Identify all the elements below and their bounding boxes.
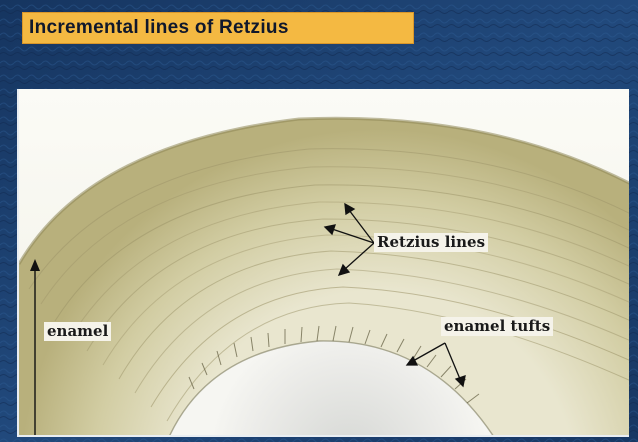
enamel-tufts <box>188 325 480 404</box>
enamel-thickness-arrow <box>30 259 40 435</box>
enamel-layer <box>19 118 629 435</box>
enamel-tufts-label: enamel tufts <box>441 317 554 336</box>
retzius-pointer-arrows <box>323 202 375 277</box>
tufts-pointer-arrows <box>405 342 466 388</box>
retzius-lines-label: Retzius lines <box>374 233 489 252</box>
slide-title-box: Incremental lines of Retzius <box>22 12 414 44</box>
enamel-label: enamel <box>44 322 112 341</box>
retzius-line-set <box>28 148 629 422</box>
enamel-micrograph: Retzius lines enamel enamel tufts <box>17 89 629 437</box>
slide-title: Incremental lines of Retzius <box>29 17 289 38</box>
